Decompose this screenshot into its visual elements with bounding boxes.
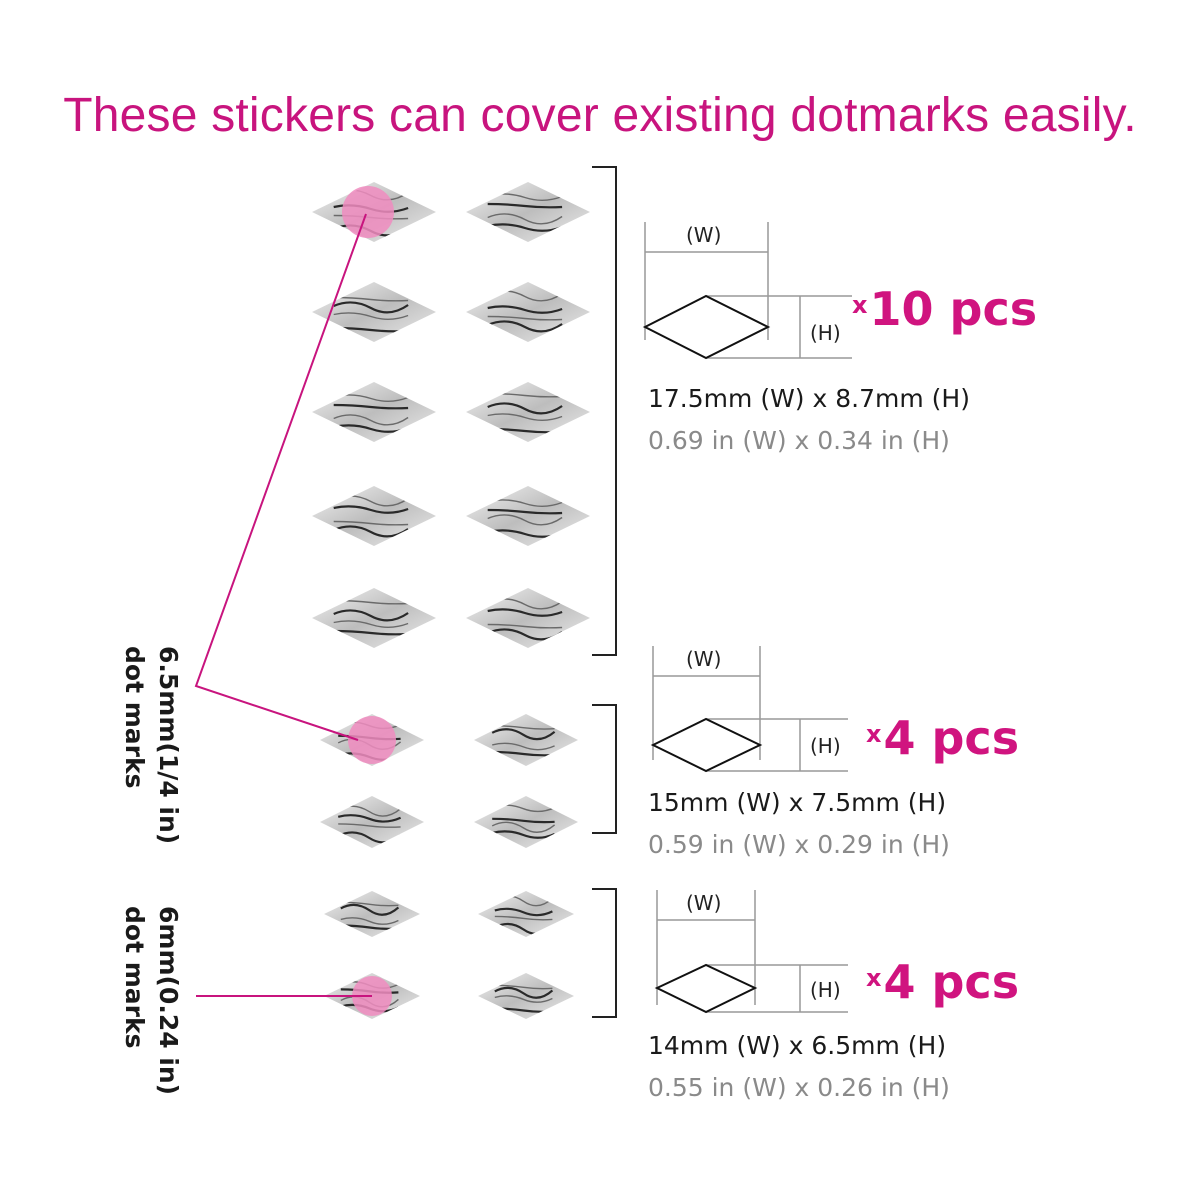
quantity-prefix: x	[866, 964, 882, 992]
indicator-line-6-5mm	[194, 213, 367, 741]
sticker-diamond	[466, 382, 590, 442]
quantity-4-pcs-a: x4 pcs	[866, 711, 1019, 765]
quantity-4-pcs-b: x4 pcs	[866, 955, 1019, 1009]
sticker-diamond	[466, 588, 590, 648]
height-label-3: (H)	[810, 978, 841, 1002]
bracket-group-3	[592, 888, 617, 1018]
dot-mark-size: 6.5mm(1/4 in)	[154, 646, 183, 845]
sticker-diamond	[478, 891, 574, 937]
size-inch-2: 0.59 in (W) x 0.29 in (H)	[648, 830, 950, 859]
sticker-diamond	[474, 714, 578, 766]
sticker-grid	[312, 182, 590, 1019]
dot-mark-label-6mm: 6mm(0.24 in) dot marks	[117, 906, 185, 1095]
sticker-diamond	[466, 282, 590, 342]
sticker-diamond	[312, 588, 436, 648]
sticker-diamond	[320, 714, 424, 766]
quantity-value: 4 pcs	[883, 711, 1020, 765]
bracket-group-1	[592, 166, 617, 656]
dot-mark-text: dot marks	[120, 646, 149, 789]
height-label-2: (H)	[810, 734, 841, 758]
sticker-diamond	[478, 973, 574, 1019]
width-label-2: (W)	[686, 647, 721, 671]
width-label-3: (W)	[686, 891, 721, 915]
bracket-group-2	[592, 704, 617, 834]
size-mm-2: 15mm (W) x 7.5mm (H)	[648, 788, 947, 817]
dimension-diagram-3: (W) (H)	[654, 890, 848, 1014]
sticker-diamond	[474, 796, 578, 848]
sticker-diamond	[312, 182, 436, 242]
group-brackets	[592, 166, 617, 1018]
quantity-10-pcs: x10 pcs	[852, 282, 1037, 336]
dimension-diagram-2: (W) (H)	[650, 646, 848, 773]
headline: These stickers can cover existing dotmar…	[63, 89, 1137, 142]
dot-mark-text: dot marks	[120, 906, 149, 1049]
sticker-diamond	[466, 182, 590, 242]
dot-mark-size: 6mm(0.24 in)	[154, 906, 183, 1096]
dot-mark-highlight	[348, 716, 396, 764]
quantity-prefix: x	[852, 291, 868, 319]
height-label-1: (H)	[810, 321, 841, 345]
dimension-diagram-1: (W) (H)	[642, 222, 852, 360]
width-label-1: (W)	[686, 223, 721, 247]
sticker-diamond	[312, 486, 436, 546]
size-inch-3: 0.55 in (W) x 0.26 in (H)	[648, 1073, 950, 1102]
quantity-prefix: x	[866, 720, 882, 748]
sticker-diamond	[324, 891, 420, 937]
size-mm-1: 17.5mm (W) x 8.7mm (H)	[648, 384, 970, 413]
sticker-diamond	[466, 486, 590, 546]
sticker-diamond	[320, 796, 424, 848]
size-inch-1: 0.69 in (W) x 0.34 in (H)	[648, 426, 950, 455]
indicator-lines	[194, 213, 372, 997]
dot-mark-highlight	[342, 186, 394, 238]
dot-mark-label-6-5mm: 6.5mm(1/4 in) dot marks	[117, 646, 185, 844]
sticker-diamond	[312, 382, 436, 442]
quantity-value: 10 pcs	[869, 282, 1038, 336]
size-mm-3: 14mm (W) x 6.5mm (H)	[648, 1031, 947, 1060]
quantity-value: 4 pcs	[883, 955, 1020, 1009]
